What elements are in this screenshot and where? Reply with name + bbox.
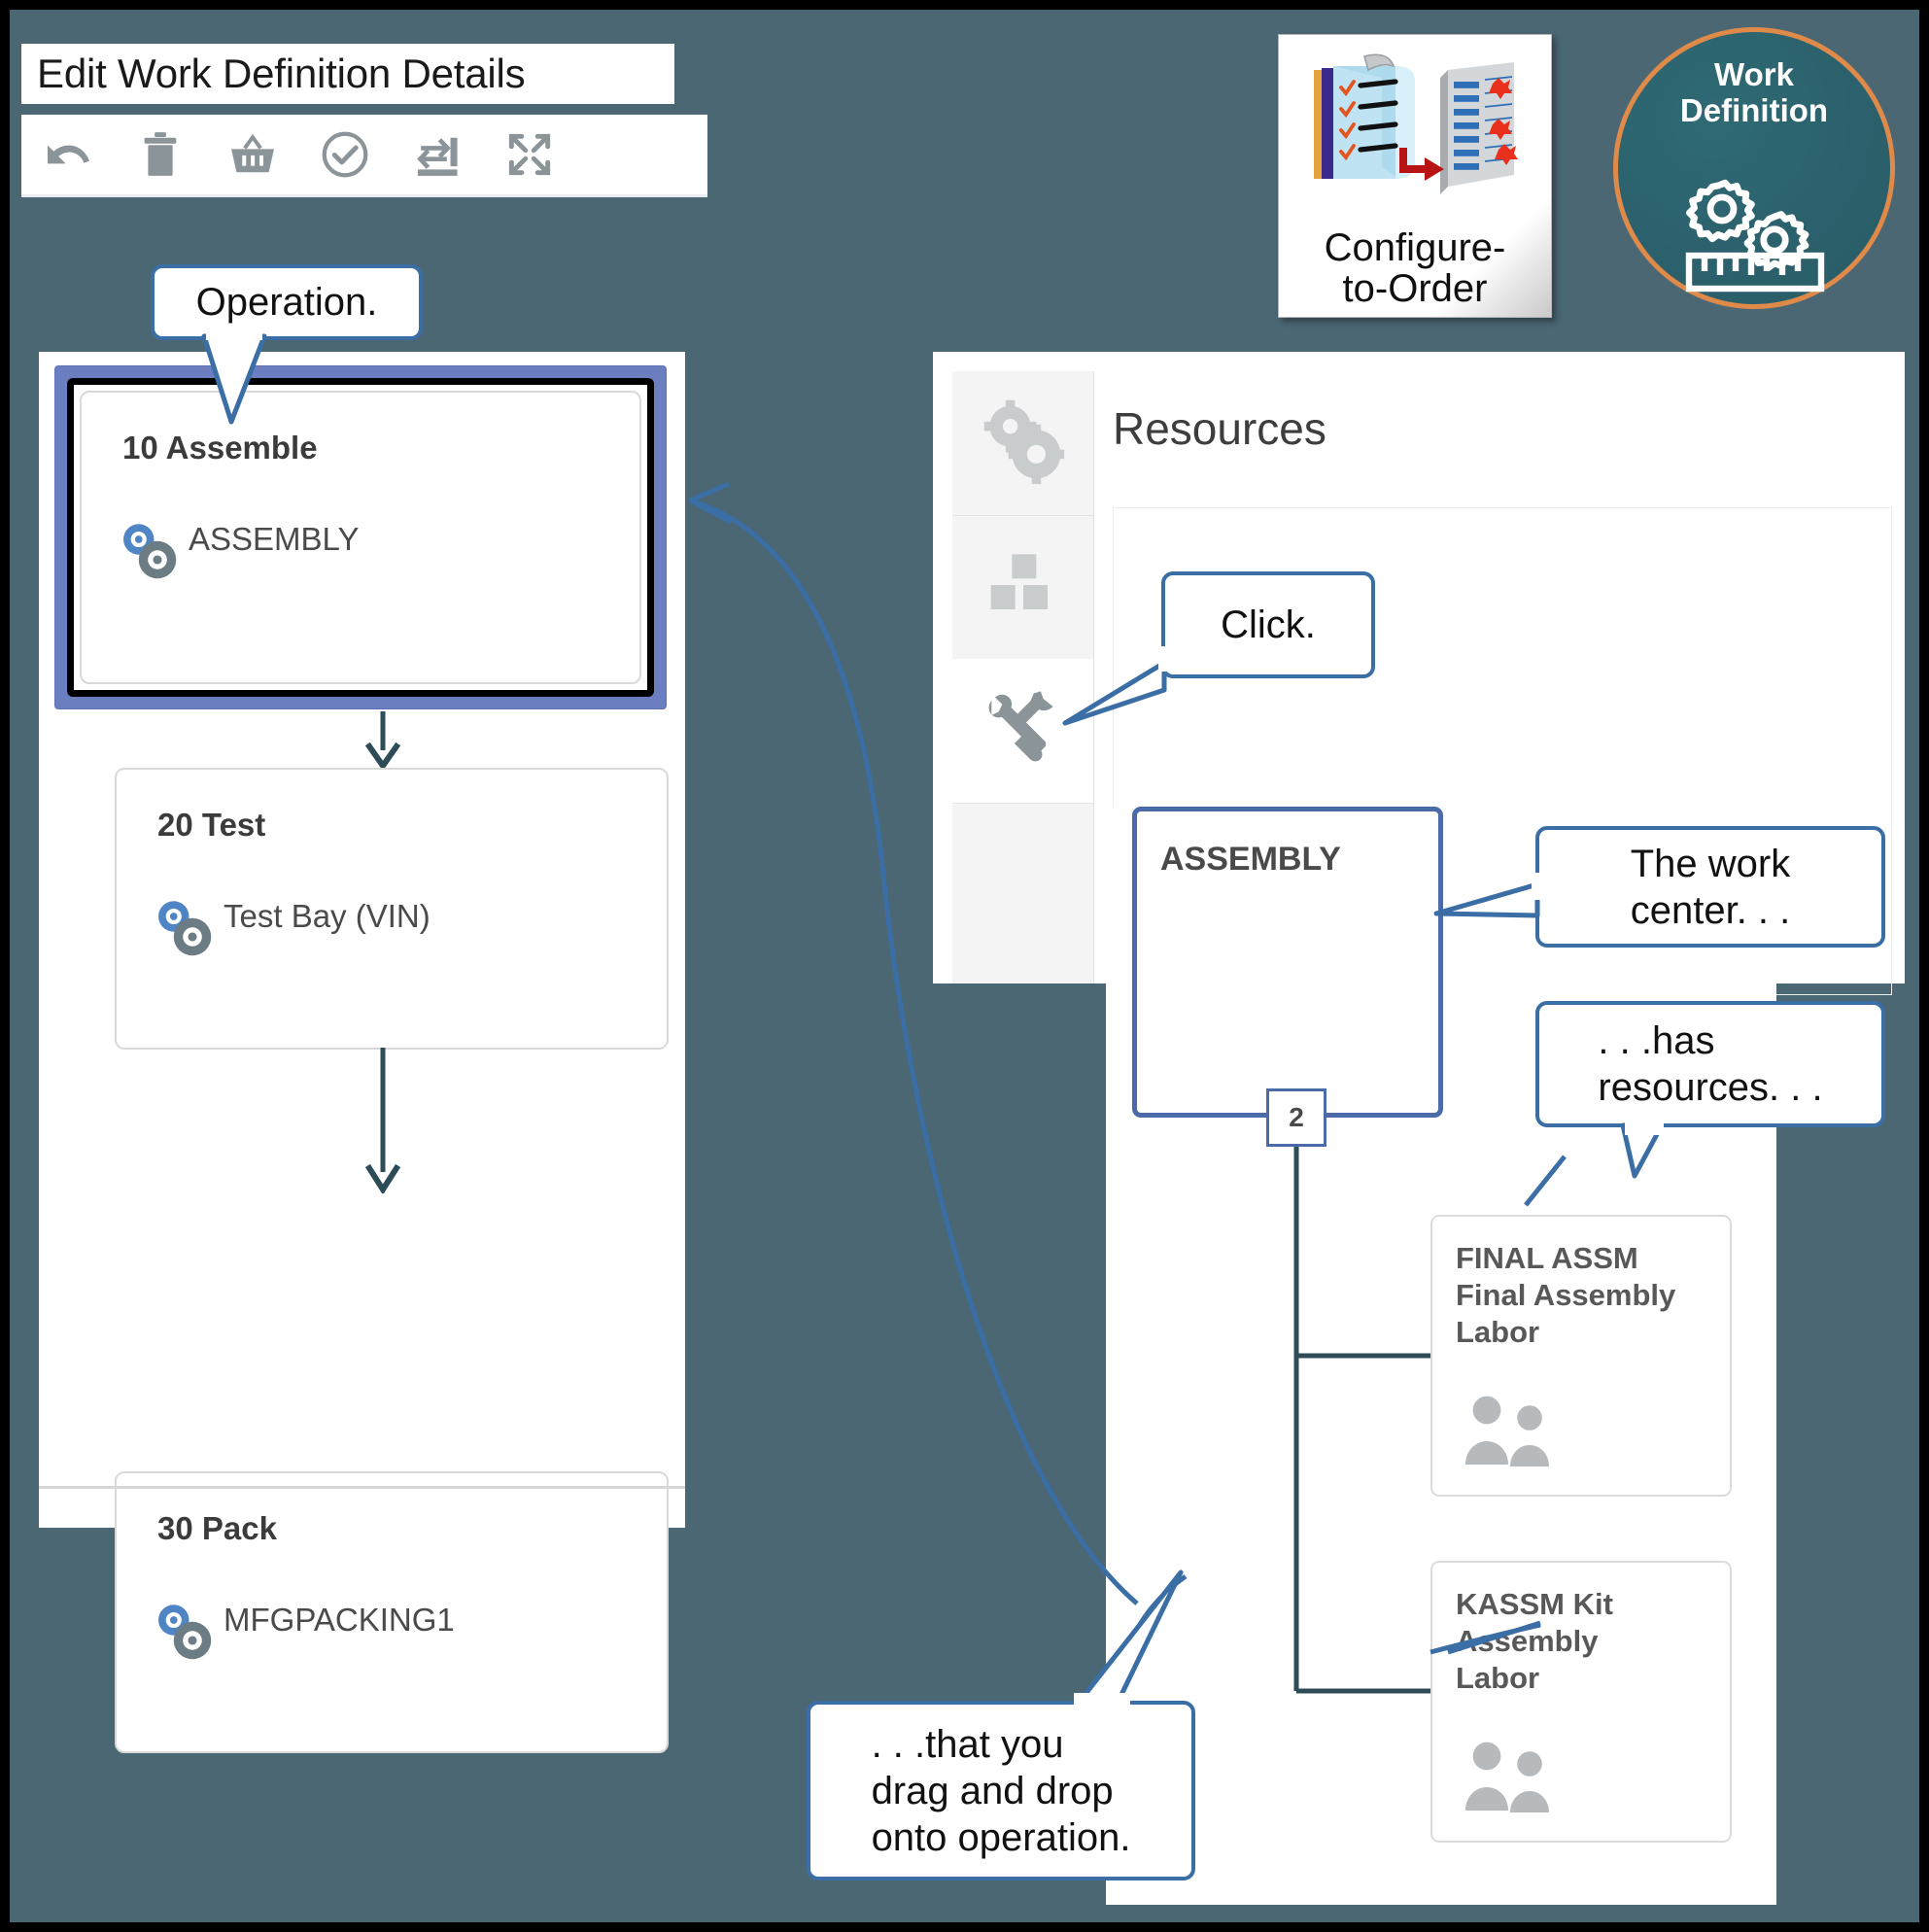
operation-title: 10 Assemble	[122, 430, 318, 466]
sidebar-item-resources[interactable]	[952, 659, 1093, 804]
work-center-count-badge: 2	[1266, 1088, 1326, 1147]
page-title-bar: Edit Work Definition Details	[21, 44, 674, 104]
operation-card[interactable]: 10 Assemble	[80, 391, 641, 684]
resource-card-label: KASSM Kit Assembly Labor	[1456, 1587, 1613, 1695]
screenshot-canvas: Edit Work Definition Details	[10, 10, 1919, 1922]
resource-card[interactable]: FINAL ASSM Final Assembly Labor	[1430, 1215, 1732, 1497]
callout-operation-text: Operation.	[195, 281, 378, 324]
work-center-label: ASSEMBLY	[1160, 841, 1341, 878]
operation-card[interactable]: 30 Pack MFGPACKING1	[115, 1471, 669, 1753]
gears-icon	[979, 397, 1068, 491]
blocks-icon	[984, 546, 1062, 629]
sidebar-item-operations[interactable]	[952, 371, 1093, 516]
resource-card[interactable]: KASSM Kit Assembly Labor	[1430, 1561, 1732, 1843]
operation-card-focus-ring: 10 Assemble	[67, 378, 654, 697]
reorder-icon[interactable]	[391, 120, 483, 190]
callout-click-text: Click.	[1221, 604, 1316, 646]
callout-click: Click.	[1161, 571, 1375, 678]
resources-heading: Resources	[1113, 403, 1326, 454]
work-definition-flow-panel: 10 Assemble	[39, 352, 685, 1753]
gears-icon	[117, 519, 185, 592]
expand-icon[interactable]	[483, 120, 575, 190]
configure-to-order-tile: Configure-to-Order	[1278, 34, 1552, 318]
operation-resource: Test Bay (VIN)	[224, 898, 431, 934]
delete-icon[interactable]	[114, 120, 206, 190]
operation-resource: ASSEMBLY	[189, 521, 360, 557]
operation-title: 30 Pack	[157, 1510, 277, 1546]
people-icon	[1460, 1391, 1565, 1473]
operation-card[interactable]: 20 Test Test Bay (VIN)	[115, 768, 669, 1050]
page-title: Edit Work Definition Details	[37, 51, 526, 96]
flow-arrow-2	[365, 1048, 400, 1193]
toolbar	[21, 115, 707, 197]
resources-rail	[952, 371, 1094, 983]
configure-to-order-caption: Configure-to-Order	[1324, 226, 1506, 310]
clipboard-to-document-icon	[1300, 51, 1533, 230]
tools-icon	[979, 684, 1068, 778]
sidebar-item-items[interactable]	[952, 515, 1093, 660]
gears-ruler-icon	[1662, 149, 1846, 299]
check-circle-icon[interactable]	[298, 120, 391, 190]
gears-icon	[152, 1600, 220, 1673]
operation-title: 20 Test	[157, 807, 266, 843]
operation-resource: MFGPACKING1	[224, 1602, 455, 1638]
blank-rail-cell	[952, 803, 1093, 947]
work-center-card[interactable]: ASSEMBLY	[1132, 807, 1443, 1118]
panel-divider	[39, 1486, 685, 1489]
resource-card-label: FINAL ASSM Final Assembly Labor	[1456, 1241, 1676, 1349]
undo-icon[interactable]	[21, 120, 114, 190]
operation-card-selected-wrapper[interactable]: 10 Assemble	[54, 365, 667, 709]
flow-arrow-1	[365, 711, 400, 770]
basket-icon[interactable]	[206, 120, 298, 190]
callout-operation: Operation.	[151, 264, 423, 340]
people-icon	[1460, 1737, 1565, 1819]
gears-icon	[152, 896, 220, 969]
